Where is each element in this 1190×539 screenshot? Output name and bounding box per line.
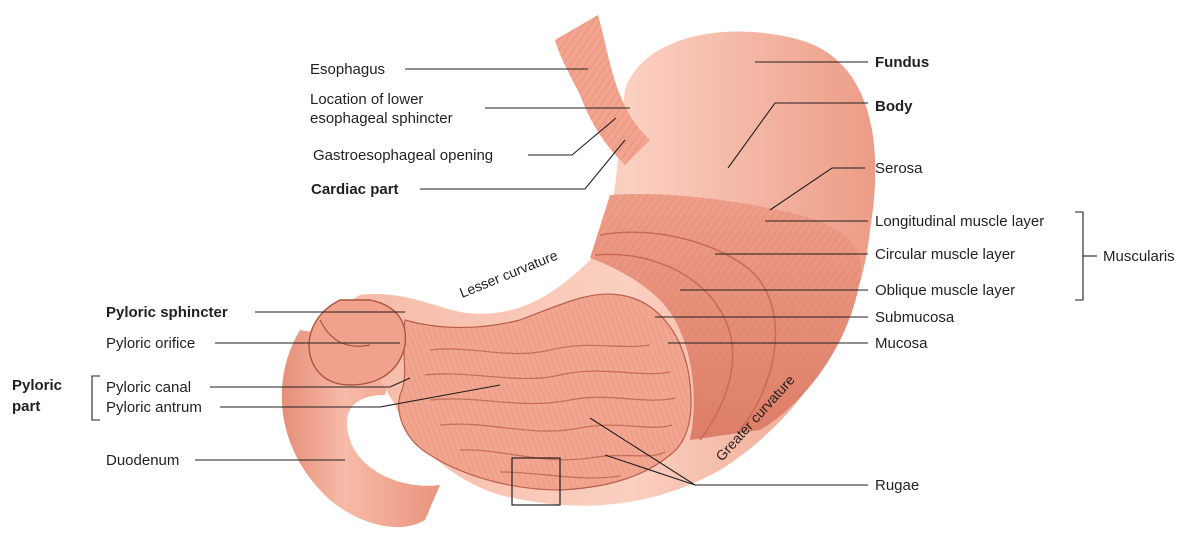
label-oblique-muscle-layer: Oblique muscle layer — [875, 282, 1015, 299]
label-pyloric-sphincter: Pyloric sphincter — [106, 304, 228, 321]
label-cardiac-part: Cardiac part — [311, 181, 399, 198]
label-mucosa: Mucosa — [875, 335, 928, 352]
label-duodenum: Duodenum — [106, 452, 179, 469]
label-pyloric-canal: Pyloric canal — [106, 379, 191, 396]
label-pyloric-part-line1: Pyloric — [12, 377, 62, 394]
label-submucosa: Submucosa — [875, 309, 954, 326]
label-les-line1: Location of lower — [310, 91, 423, 108]
label-serosa: Serosa — [875, 160, 923, 177]
label-esophagus: Esophagus — [310, 61, 385, 78]
label-pyloric-antrum: Pyloric antrum — [106, 399, 202, 416]
label-gastroesophageal-opening: Gastroesophageal opening — [313, 147, 493, 164]
label-circular-muscle-layer: Circular muscle layer — [875, 246, 1015, 263]
label-les-line2: esophageal sphincter — [310, 110, 453, 127]
label-fundus: Fundus — [875, 54, 929, 71]
label-longitudinal-muscle-layer: Longitudinal muscle layer — [875, 213, 1044, 230]
label-muscularis: Muscularis — [1103, 248, 1175, 265]
label-pyloric-orifice: Pyloric orifice — [106, 335, 195, 352]
lesser-curvature-label: Lesser curvature — [457, 247, 560, 301]
label-body: Body — [875, 98, 913, 115]
label-pyloric-part-line2: part — [12, 398, 40, 415]
label-rugae: Rugae — [875, 477, 919, 494]
